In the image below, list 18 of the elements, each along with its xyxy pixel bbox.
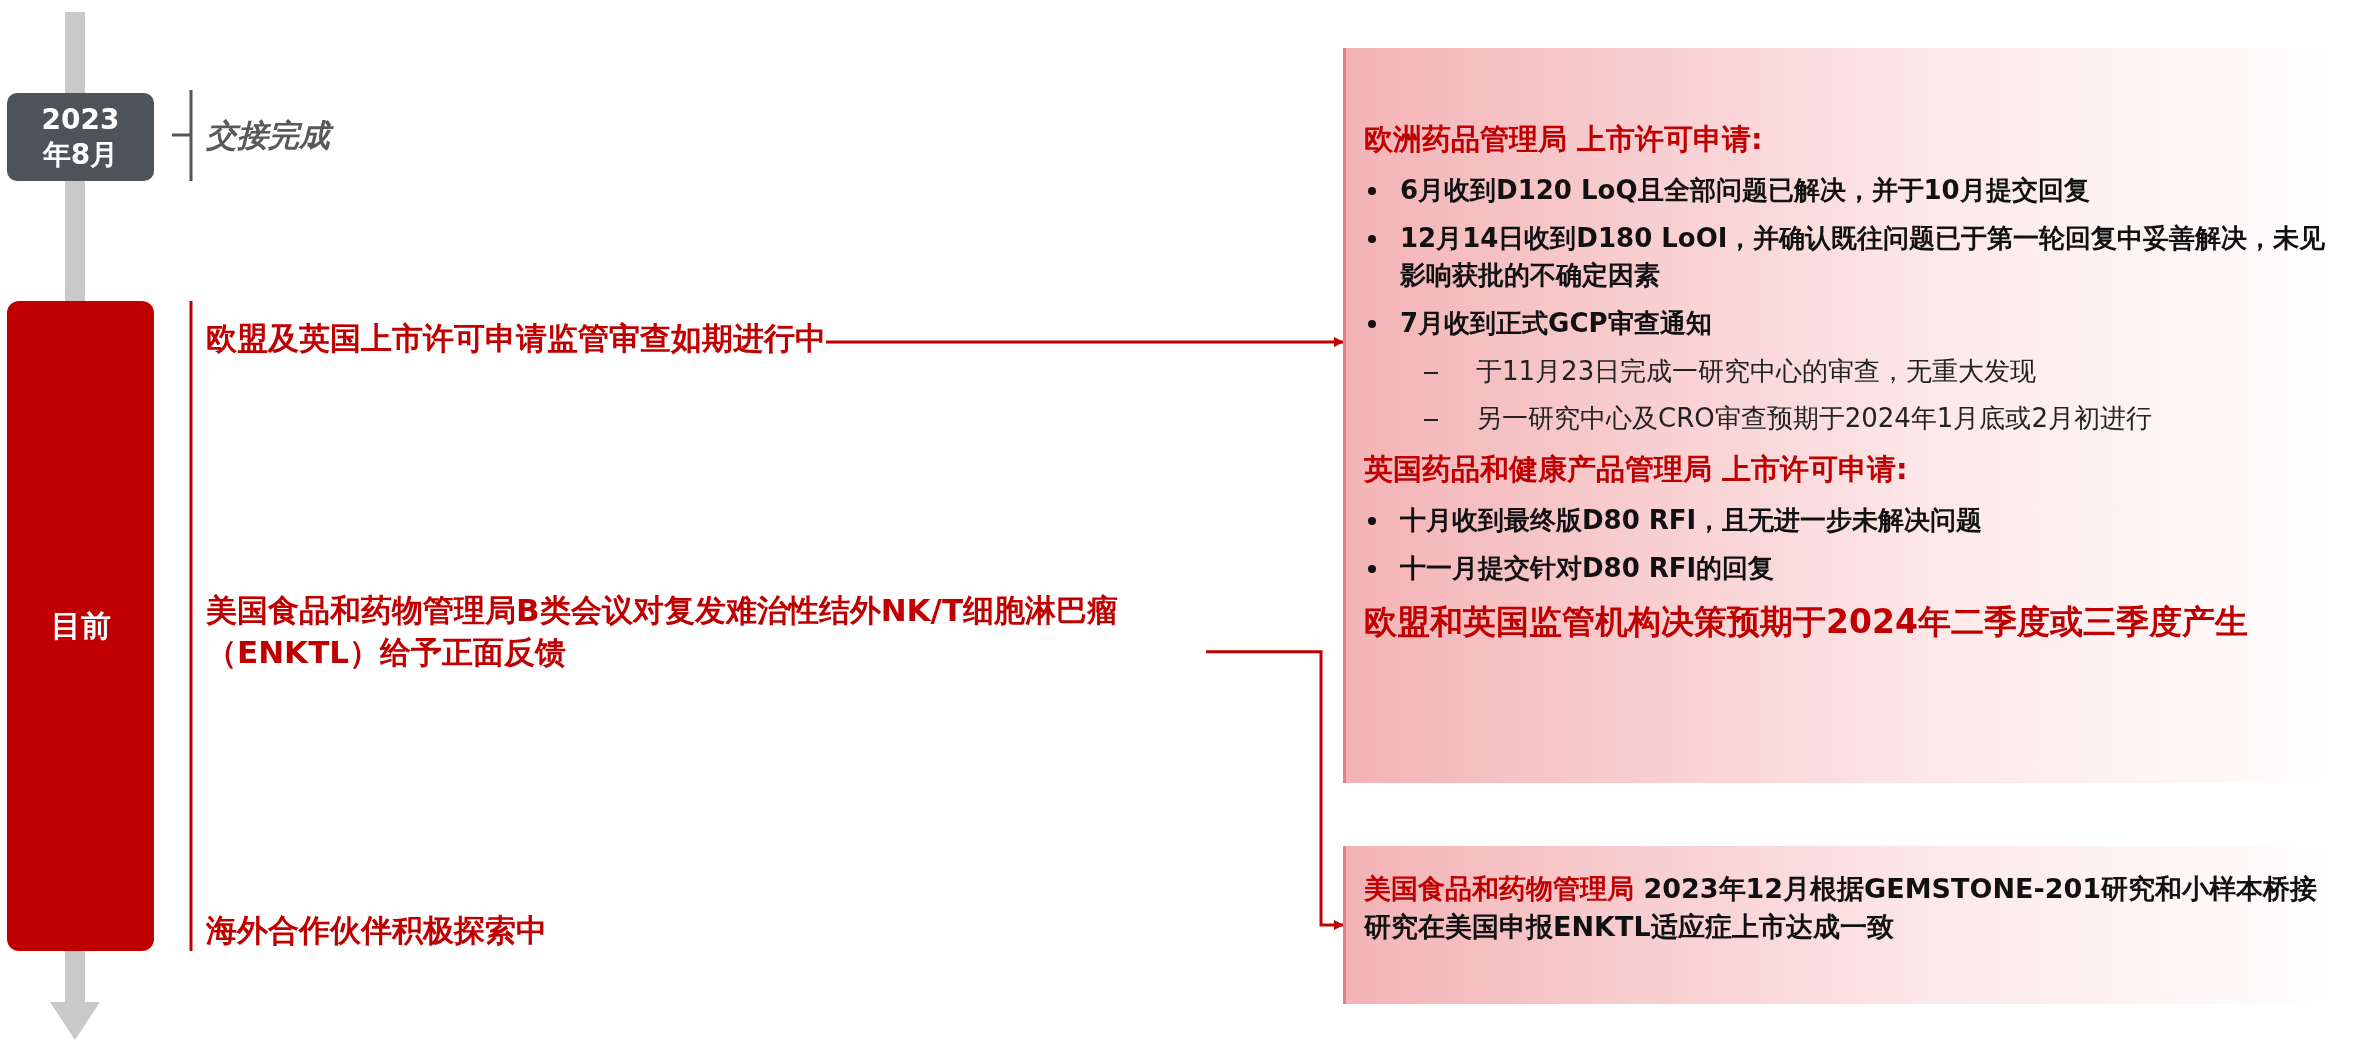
section-heading: 欧洲药品管理局 上市许可申请: xyxy=(1364,121,1764,158)
section-heading: 英国药品和健康产品管理局 上市许可申请: xyxy=(1364,451,1909,489)
detail-text: 美国食品和药物管理局 2023年12月根据GEMSTONE-201研究和小样本桥接研究在美国申报ENKTL适应症上市达成一致 xyxy=(1364,872,2318,944)
arrow xyxy=(826,337,1344,347)
bullet-text: 7月收到正式GCP审查通知 xyxy=(1364,305,2342,343)
status-text: 海外合作伙伴积极探索中 xyxy=(206,911,547,950)
arrow xyxy=(1206,650,1344,930)
current-period-bar: 目前 xyxy=(7,301,154,951)
bullet-text: 于11月23日完成一研究中心的审查，无重大发现 xyxy=(1364,352,2342,391)
status-text: 欧盟及英国上市许可申请监管审查如期进行中 xyxy=(206,318,826,368)
bullet-text: 另一研究中心及CRO审查预期于2024年1月底或2月初进行 xyxy=(1364,400,2342,439)
bullet-text: 6月收到D120 LoQ且全部问题已解决，并于10月提交回复 xyxy=(1364,172,2342,210)
bullet-text: 十月收到最终版D80 RFI，且无进一步未解决问题 xyxy=(1364,502,2342,540)
status-text: 美国食品和药物管理局B类会议对复发难治性结外NK/T细胞淋巴瘤（ENKTL）给予正面反馈 xyxy=(206,590,1206,674)
bullet-text: 十一月提交针对D80 RFI的回复 xyxy=(1364,549,2342,588)
date-badge: 2023 年8月 xyxy=(7,93,154,181)
bullet-text: 12月14日收到D180 LoOI，并确认既往问题已于第一轮回复中妥善解决，未见影响获批的不确定因素 xyxy=(1364,219,2342,296)
conclusion-text: 欧盟和英国监管机构决策预期于2024年二季度或三季度产生 xyxy=(1364,600,2249,643)
